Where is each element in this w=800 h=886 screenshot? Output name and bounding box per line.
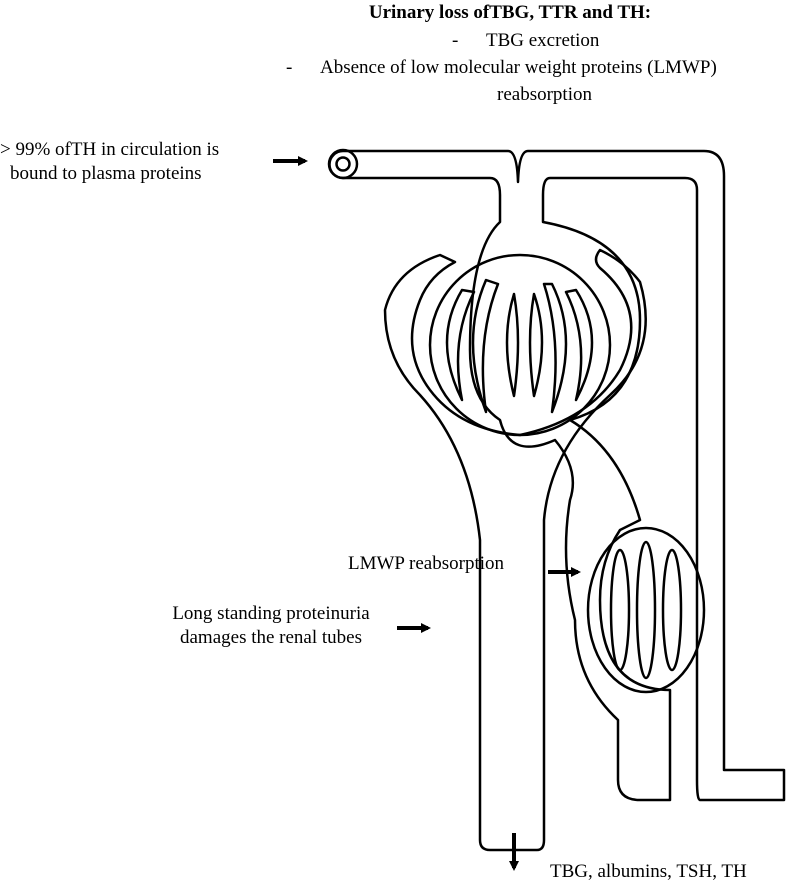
- diagram-title: Urinary loss ofTBG, TTR and TH:: [368, 2, 652, 23]
- glomerulus-loop-3: [505, 292, 520, 398]
- distal-loop-3: [661, 548, 683, 672]
- bound-proteins-line-1: > 99% ofTH in circulation is: [0, 139, 220, 160]
- glomerulus-loop-1: [445, 288, 476, 402]
- glomerulus-loop-2: [471, 278, 500, 414]
- proteinuria-line-1: Long standing proteinuria: [172, 603, 370, 624]
- urine-output-label: TBG, albumins, TSH, TH: [550, 861, 747, 882]
- bullet-text-reabsorption: reabsorption: [497, 84, 592, 105]
- bound-proteins-label: > 99% ofTH in circulation is bound to pl…: [0, 138, 270, 186]
- nephron-outer-wall: [328, 149, 786, 802]
- glomerulus-loop-5: [542, 282, 568, 414]
- bullet-text-tbg-excretion: TBG excretion: [486, 30, 600, 51]
- bullet-dash-2: -: [286, 57, 293, 78]
- proteinuria-line-2: damages the renal tubes: [179, 627, 362, 648]
- bound-proteins-line-2: bound to plasma proteins: [10, 163, 202, 184]
- glomerulus-loop-6: [564, 288, 594, 402]
- distal-bulb: [586, 526, 706, 694]
- glomerulus-loop-4: [528, 292, 544, 398]
- glomerulus: [428, 253, 612, 437]
- distal-loop-2: [635, 540, 657, 680]
- lmwp-reabsorption-label: LMWP reabsorption: [348, 553, 505, 574]
- vessel-ring-outer: [327, 148, 359, 180]
- vessel-ring-inner: [335, 156, 351, 172]
- proteinuria-label: Long standing proteinuria damages the re…: [148, 602, 394, 650]
- distal-loop-1: [609, 548, 631, 672]
- bowman-capsule-shell: [383, 248, 647, 852]
- bullet-dash-1: -: [452, 30, 459, 51]
- bullet-text-lmwp-absence: Absence of low molecular weight proteins…: [320, 57, 717, 78]
